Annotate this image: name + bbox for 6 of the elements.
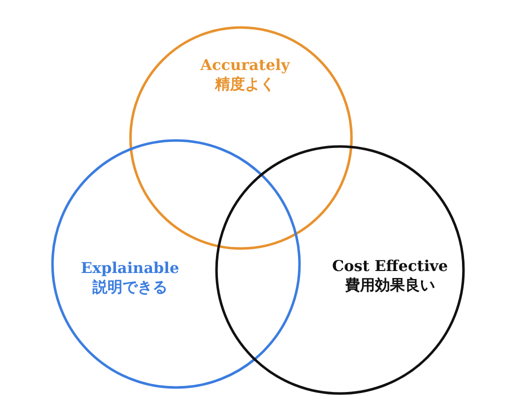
set-title: Explainable	[80, 259, 180, 277]
set-title: Accurately	[200, 56, 290, 74]
set-subtitle: 精度よく	[214, 75, 276, 94]
set-subtitle: 費用効果良い	[344, 276, 436, 295]
set-subtitle: 説明できる	[91, 278, 168, 297]
set-title: Cost Effective	[332, 257, 448, 275]
